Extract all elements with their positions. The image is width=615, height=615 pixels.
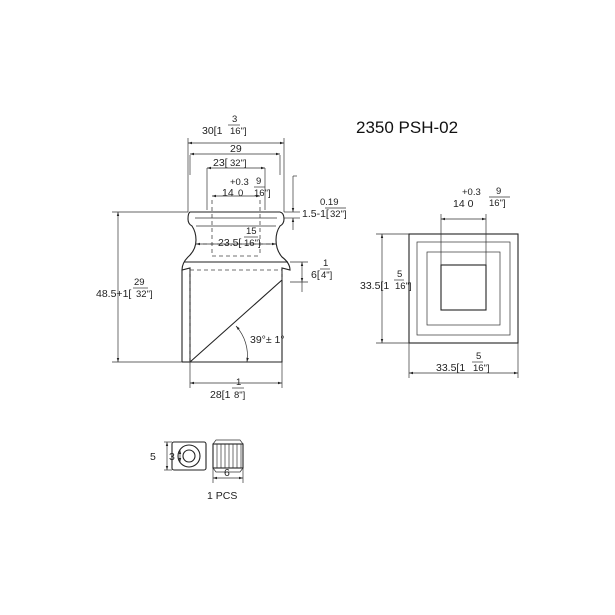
top-view-flange-square [416, 241, 511, 336]
dim-hole-tol-bot: 0 [238, 188, 243, 199]
dim-overall-width-num: 3 [232, 114, 237, 125]
dim-total-main: 48.5+1[ [96, 288, 131, 300]
dim-neck-den: 16"] [244, 238, 261, 249]
dim-collar-width-main: 29 [230, 143, 242, 155]
dim-top-hole-tol-top: +0.3 [462, 187, 481, 198]
dim-overall-width-den: 16"] [230, 126, 247, 137]
dim-step-main: 6[ [311, 269, 320, 281]
dim-neck-num: 15 [246, 226, 257, 237]
dim-hole-tol-top: +0.3 [230, 177, 249, 188]
angle-arc [235, 325, 249, 363]
dim-hole-den: 16"] [254, 188, 271, 199]
screw-thread-crests [212, 439, 244, 473]
set-screw: 5 3 6 1 PCS [150, 439, 244, 502]
dim-hole-main: 14 [222, 187, 234, 199]
dim-top-hole-tol-bot: 14 0 [453, 198, 474, 210]
bevel-line [189, 279, 283, 363]
dim-base-num: 1 [236, 377, 241, 388]
dim-overall-width-main: 30[1 [202, 125, 223, 137]
dim-top-width-den: 16"] [473, 363, 490, 374]
dim-flange-den: 32"] [330, 209, 347, 220]
dim-hole-num: 9 [256, 176, 261, 187]
screw-outer-circle [177, 444, 201, 468]
dim-collar-width2-main: 23[ [213, 157, 228, 169]
top-view-neck-square [426, 251, 501, 326]
angle-label: 39°± 1° [250, 334, 285, 346]
screw-threads [216, 444, 242, 468]
dim-total-num: 29 [134, 277, 145, 288]
top-view-outer-square [408, 233, 519, 344]
screw-end-view [171, 441, 207, 471]
screw-qty: 1 PCS [207, 490, 237, 502]
dim-top-hole-num: 9 [496, 186, 501, 197]
dim-base-main: 28[1 [210, 389, 231, 401]
dim-base-den: 8"] [234, 390, 245, 401]
dim-top-height-num: 5 [397, 269, 402, 280]
dim-flange-num: 0.19 [320, 197, 339, 208]
dim-top-hole-den: 16"] [489, 198, 506, 209]
dim-step-num: 1 [323, 258, 328, 269]
screw-side-view [212, 443, 244, 469]
dim-top-width-main: 33.5[1 [436, 362, 465, 374]
screw-inner-circle [182, 449, 196, 463]
front-view: 30[1 3 16"] 29 23[ 32"] +0.3 14 0 9 16"]… [96, 114, 347, 401]
dim-screw-outer-label: 5 [150, 451, 156, 463]
drawing-title: 2350 PSH-02 [356, 118, 458, 137]
dim-collar-width2-den: 32"] [230, 158, 247, 169]
dim-screw-inner-label: 3 [169, 451, 175, 463]
top-view: +0.3 14 0 9 16"] 33.5[1 5 16"] 33.5[1 5 … [360, 186, 519, 378]
dim-flange-main: 1.5-1[ [302, 208, 329, 220]
dim-total-den: 32"] [136, 289, 153, 300]
dim-top-height-main: 33.5[1 [360, 280, 389, 292]
dim-neck-main: 23.5[ [218, 237, 241, 249]
dim-step-den: 4"] [321, 270, 332, 281]
dim-screw-length-label: 6 [224, 467, 230, 479]
dim-top-width-num: 5 [476, 351, 481, 362]
top-view-hole-square [440, 264, 487, 311]
dim-top-height-den: 16"] [395, 281, 412, 292]
